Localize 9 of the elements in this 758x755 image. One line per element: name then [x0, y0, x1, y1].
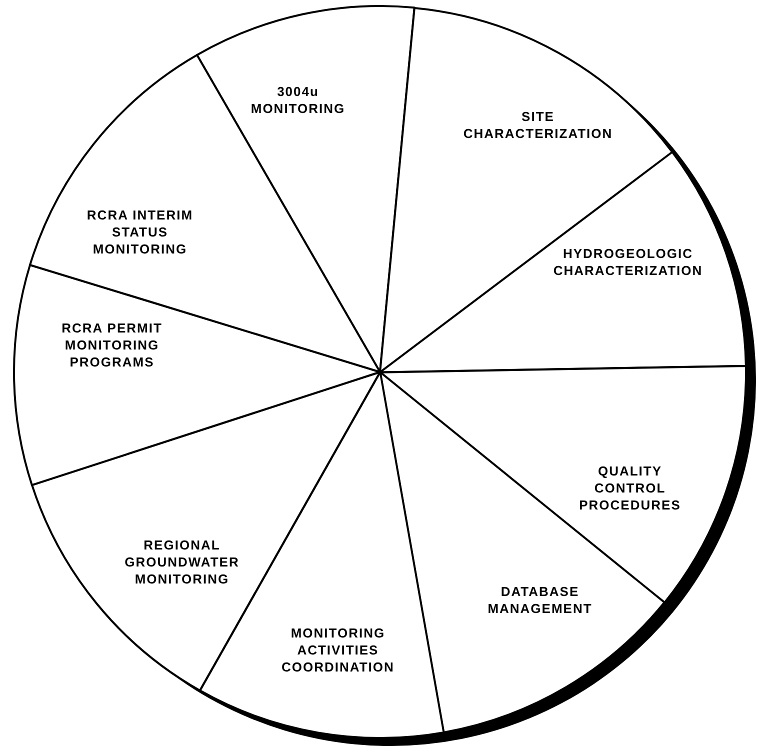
segment-label: SITE CHARACTERIZATION: [462, 108, 614, 142]
segment-label: 3004u MONITORING: [250, 83, 346, 117]
segment-label: DATABASE MANAGEMENT: [486, 583, 594, 617]
segment-label: MONITORING ACTIVITIES COORDINATION: [280, 624, 396, 676]
segment-label: RCRA PERMIT MONITORING PROGRAMS: [60, 319, 164, 370]
segment-label: RCRA INTERIM STATUS MONITORING: [86, 206, 194, 258]
segment-label: REGIONAL GROUNDWATER MONITORING: [124, 536, 240, 588]
segment-label: QUALITY CONTROL PROCEDURES: [578, 462, 682, 514]
segment-label: HYDROGEOLOGIC CHARACTERIZATION: [552, 244, 704, 279]
